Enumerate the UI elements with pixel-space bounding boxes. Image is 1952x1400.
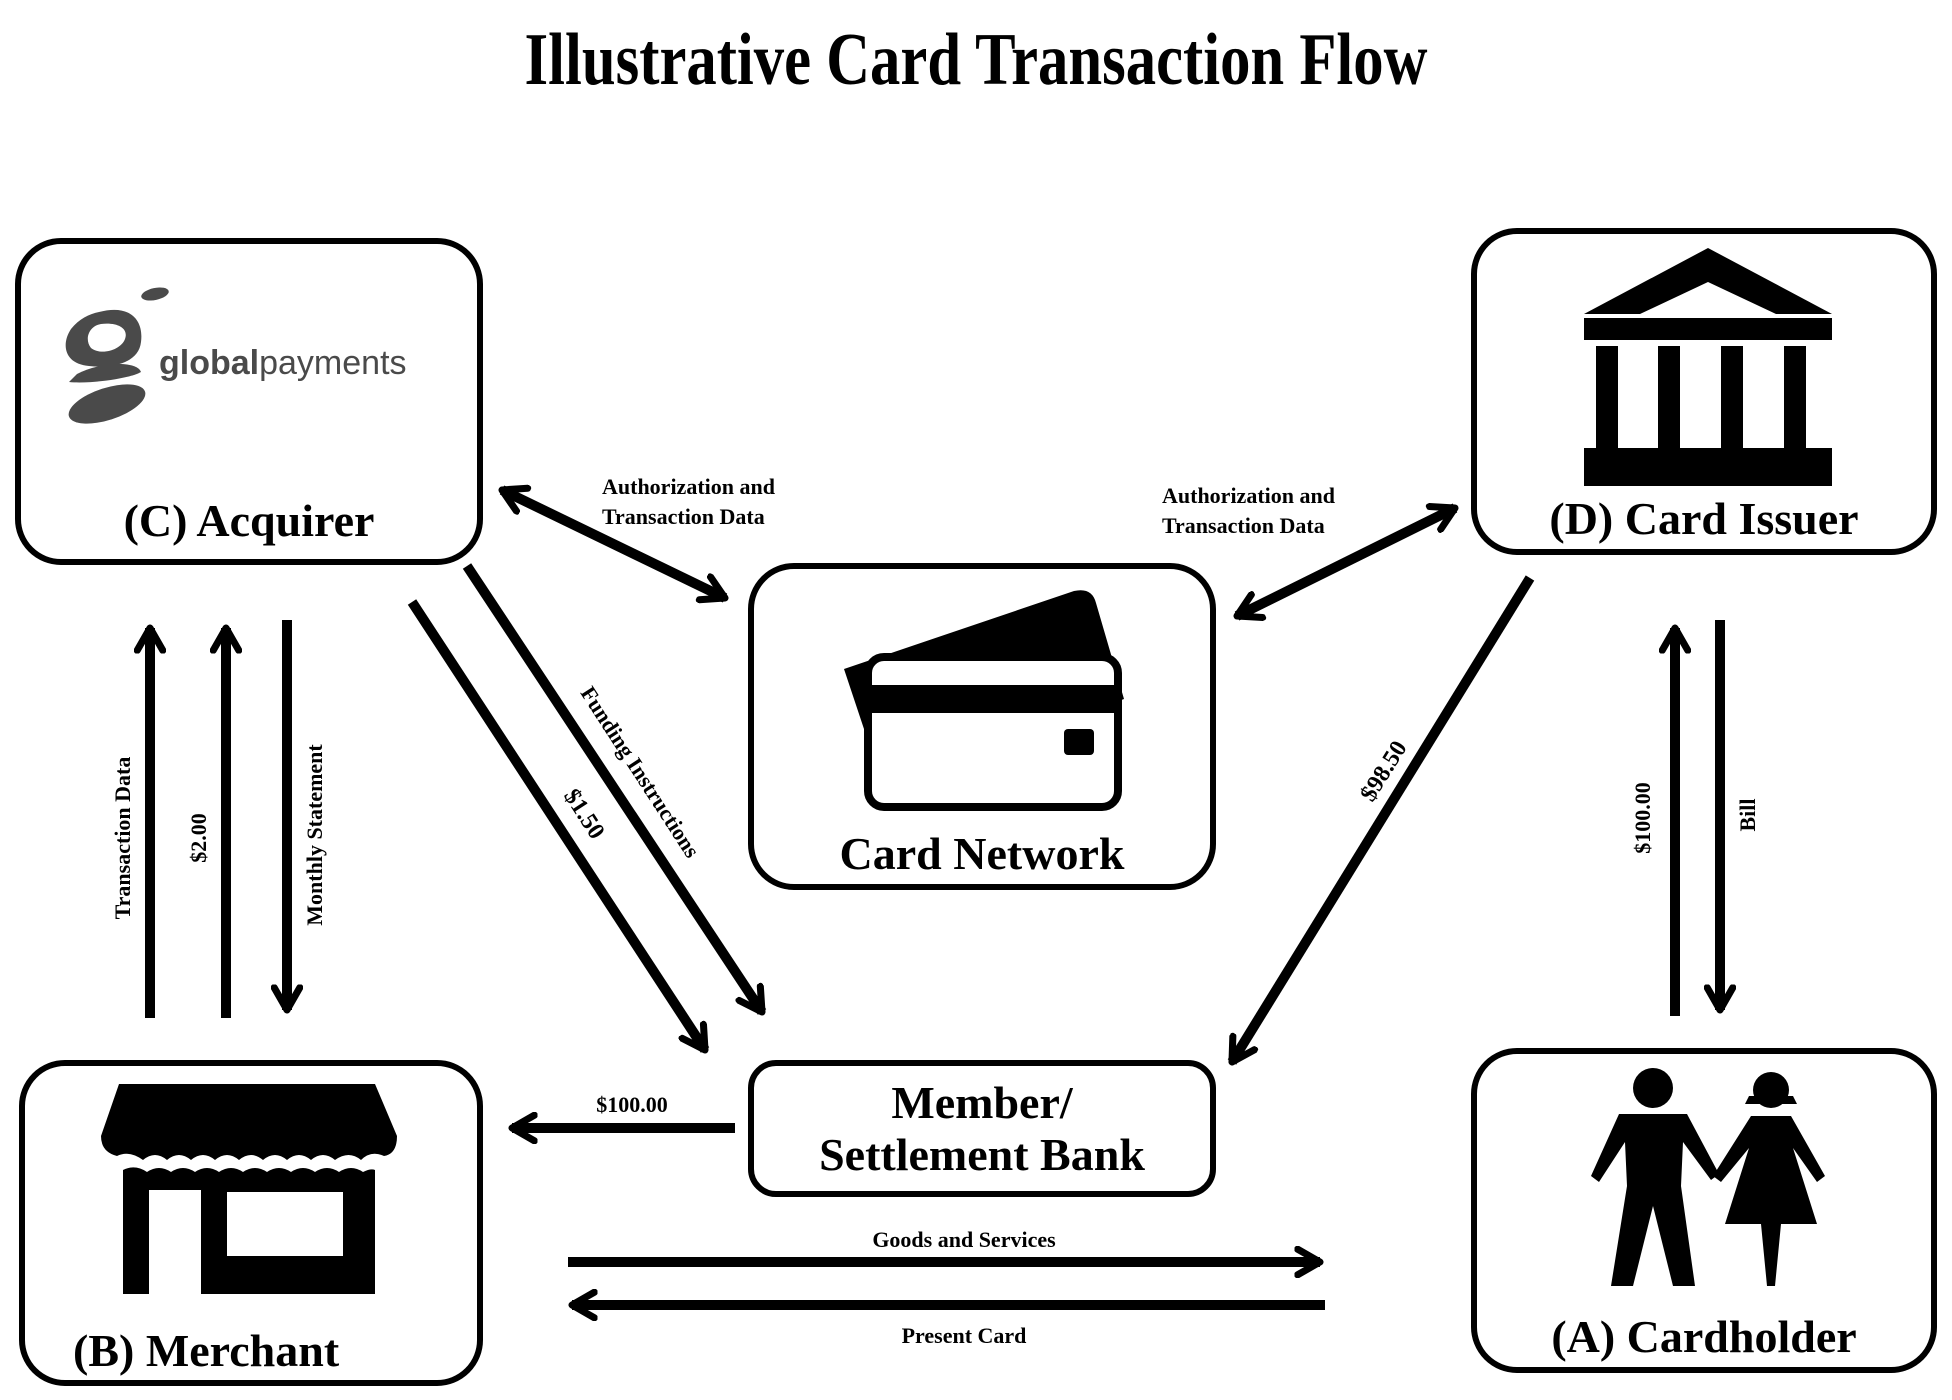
- arrow-fee-150: [407, 599, 710, 1050]
- label-goods-services: Goods and Services: [872, 1227, 1056, 1252]
- label-cardholder-payment: $100.00: [1630, 782, 1655, 854]
- storefront-icon: [101, 1084, 397, 1294]
- logo-wordmark: globalpayments: [159, 344, 407, 382]
- acquirer-label: (C) Acquirer: [123, 495, 375, 546]
- cardholder-label: (A) Cardholder: [1551, 1311, 1857, 1362]
- credit-cards-icon: [844, 590, 1124, 811]
- label-present-card: Present Card: [902, 1323, 1027, 1348]
- label-acq-network-1: Authorization and: [602, 474, 775, 499]
- settlement-bank-label-line1: Member/: [891, 1077, 1073, 1128]
- couple-people-icon: [1591, 1068, 1825, 1286]
- label-9850: $98.50: [1356, 736, 1413, 806]
- cardholder-node: (A) Cardholder: [1471, 1048, 1937, 1373]
- arrow-9850: [1227, 575, 1535, 1062]
- settlement-bank-node: Member/ Settlement Bank: [748, 1060, 1216, 1197]
- merchant-label: (B) Merchant: [73, 1325, 340, 1376]
- card-issuer-label: (D) Card Issuer: [1549, 493, 1859, 544]
- label-monthly-statement: Monthly Statement: [302, 744, 327, 926]
- merchant-node: (B) Merchant: [19, 1060, 483, 1386]
- card-issuer-node: (D) Card Issuer: [1471, 228, 1937, 555]
- arrow-network-issuer: [1237, 508, 1455, 616]
- arrow-funding-instructions: [462, 563, 767, 1012]
- label-settlement-to-merchant: $100.00: [596, 1092, 668, 1117]
- label-transaction-data: Transaction Data: [110, 757, 135, 920]
- bank-building-icon: [1584, 248, 1832, 486]
- page-title: Illustrative Card Transaction Flow: [524, 19, 1428, 101]
- label-bill: Bill: [1735, 798, 1760, 831]
- label-network-issuer-1: Authorization and: [1162, 483, 1335, 508]
- card-network-label: Card Network: [839, 828, 1125, 879]
- card-network-node: Card Network: [748, 563, 1216, 890]
- settlement-bank-label-line2: Settlement Bank: [819, 1129, 1145, 1180]
- acquirer-node: globalpayments (C) Acquirer: [15, 238, 483, 565]
- label-acq-network-2: Transaction Data: [602, 504, 765, 529]
- globalpayments-logo: [65, 287, 169, 424]
- label-network-issuer-2: Transaction Data: [1162, 513, 1325, 538]
- label-fee-2: $2.00: [186, 813, 211, 863]
- arrow-acq-network: [502, 490, 725, 598]
